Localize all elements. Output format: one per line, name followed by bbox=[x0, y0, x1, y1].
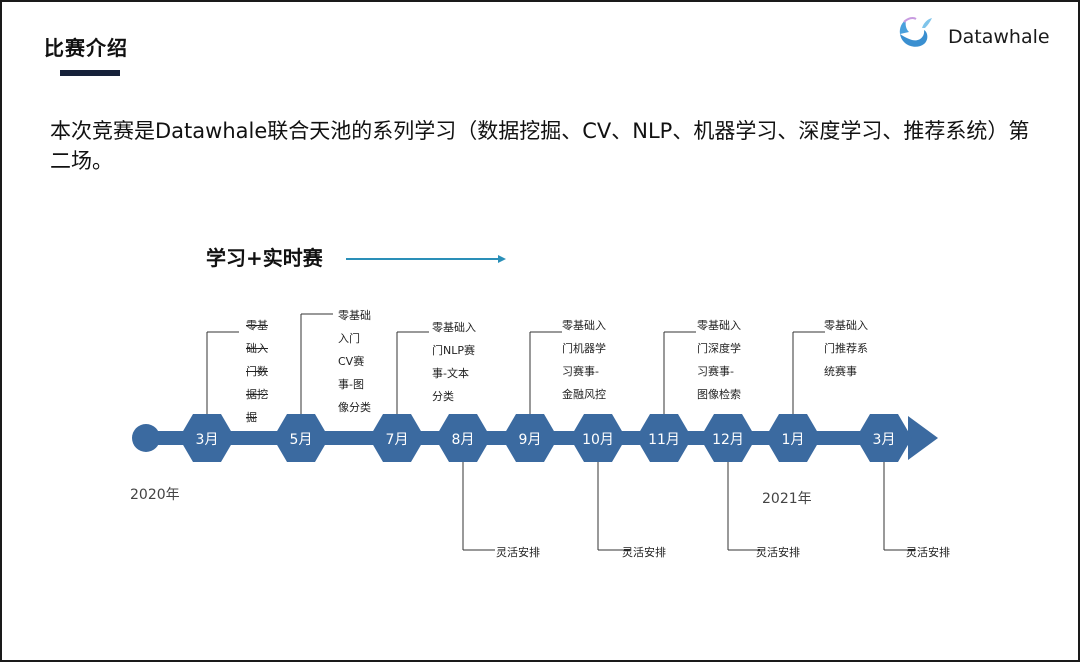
timeline-start-circle bbox=[132, 424, 160, 452]
month-label: 8月 bbox=[451, 432, 475, 448]
year-label-2020: 2020年 bbox=[130, 487, 180, 503]
timeline-start-square bbox=[164, 431, 178, 445]
month-label: 11月 bbox=[648, 432, 680, 448]
month-node bbox=[435, 414, 491, 462]
intro-text: 本次竞赛是Datawhale联合天池的系列学习（数据挖掘、CV、NLP、机器学习… bbox=[50, 119, 1030, 173]
flexible-schedule-label: 灵活安排 bbox=[622, 546, 666, 559]
month-node bbox=[570, 414, 626, 462]
year-label-2021: 2021年 bbox=[762, 491, 812, 507]
event-annotation: 零基 础入 门数 据挖 掘 bbox=[246, 319, 268, 424]
event-annotation: 零基础入 门推荐系 统赛事 bbox=[824, 319, 868, 378]
flexible-schedule-label: 灵活安排 bbox=[906, 546, 950, 559]
month-label: 3月 bbox=[195, 432, 219, 448]
timeline-label: 学习+实时赛 bbox=[206, 246, 323, 270]
whale-icon bbox=[899, 17, 932, 47]
month-label: 7月 bbox=[385, 432, 409, 448]
timeline-axis-arrowhead bbox=[908, 416, 938, 460]
flexible-schedule-label: 灵活安排 bbox=[496, 546, 540, 559]
month-label: 1月 bbox=[781, 432, 805, 448]
month-label: 5月 bbox=[289, 432, 313, 448]
month-node bbox=[369, 414, 425, 462]
slide-title: 比赛介绍 bbox=[44, 36, 128, 60]
event-annotation: 零基础入 门机器学 习赛事- 金融风控 bbox=[562, 319, 606, 401]
event-annotation: 零基础入 门NLP赛 事-文本 分类 bbox=[432, 321, 476, 403]
month-node bbox=[765, 414, 821, 462]
timeline-arrow-icon bbox=[346, 255, 506, 263]
event-annotation: 零基础入 门深度学 习赛事- 图像检索 bbox=[697, 319, 741, 401]
month-node bbox=[273, 414, 329, 462]
month-label: 9月 bbox=[518, 432, 542, 448]
title-underline bbox=[60, 70, 120, 76]
flexible-schedule-label: 灵活安排 bbox=[756, 546, 800, 559]
month-node bbox=[700, 414, 756, 462]
month-label: 10月 bbox=[582, 432, 614, 448]
logo-text: Datawhale bbox=[948, 26, 1050, 48]
datawhale-logo: Datawhale bbox=[894, 16, 1064, 60]
month-node bbox=[636, 414, 692, 462]
month-node bbox=[502, 414, 558, 462]
month-label: 3月 bbox=[872, 432, 896, 448]
month-label: 12月 bbox=[712, 432, 744, 448]
month-node bbox=[856, 414, 912, 462]
month-node bbox=[179, 414, 235, 462]
event-annotation: 零基础 入门 CV赛 事-图 像分类 bbox=[338, 309, 371, 414]
